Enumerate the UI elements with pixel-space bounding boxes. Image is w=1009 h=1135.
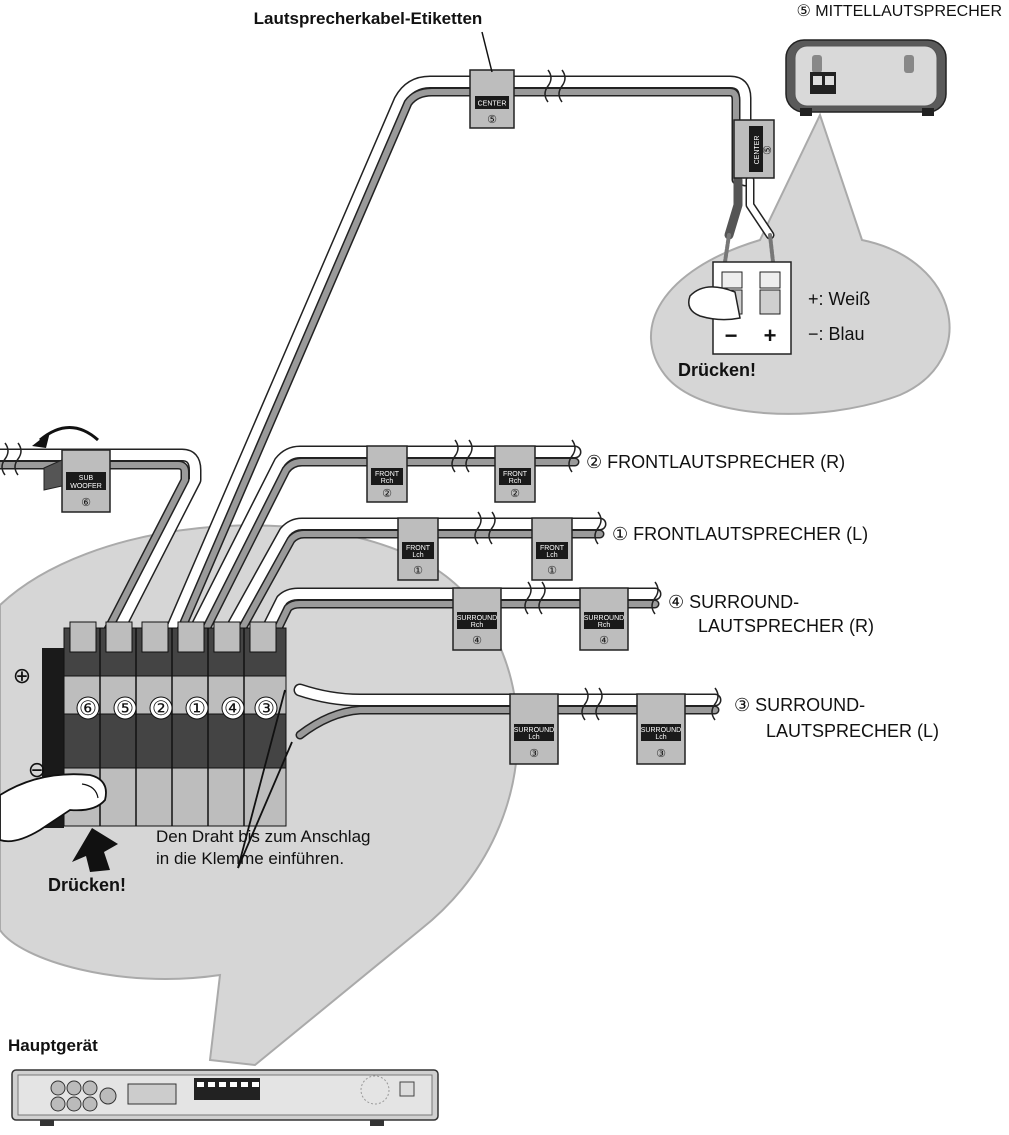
svg-text:CENTER: CENTER: [754, 136, 761, 165]
surround-r-label-2: LAUTSPRECHER (R): [698, 616, 874, 636]
fold-arrow-head-icon: [32, 432, 50, 448]
plus-white-label: +: Weiß: [808, 289, 870, 309]
svg-text:SURROUND: SURROUND: [641, 727, 681, 734]
terminal-number: ①: [188, 698, 206, 720]
terminal-number: ④: [224, 698, 242, 720]
minus-blue-label: −: Blau: [808, 324, 865, 344]
svg-text:⑤: ⑤: [762, 145, 774, 155]
pressing-finger: [0, 773, 107, 843]
svg-text:①: ①: [547, 565, 557, 577]
press-label-bottom: Drücken!: [48, 875, 126, 895]
surround-l-label-2: LAUTSPRECHER (L): [766, 721, 939, 741]
cable-tag-front-l-1: FRONT Lch ①: [397, 517, 439, 581]
center-speaker-label: ⑤ MITTELLAUTSPRECHER: [797, 3, 1002, 20]
cable-tag-surround-l-1: SURROUND Lch ③: [509, 693, 559, 765]
terminal-number: ⑥: [79, 698, 97, 720]
insert-wire-pointers: [237, 689, 293, 869]
svg-text:WOOFER: WOOFER: [70, 483, 102, 490]
svg-text:SURROUND: SURROUND: [514, 727, 554, 734]
terminal-plus-label: +: [764, 323, 777, 348]
polarity-minus-label: ⊖: [28, 757, 46, 782]
svg-text:④: ④: [472, 635, 482, 647]
svg-text:Lch: Lch: [546, 552, 557, 559]
front-l-cable: [218, 517, 607, 650]
svg-text:Lch: Lch: [412, 552, 423, 559]
svg-text:Lch: Lch: [528, 734, 539, 741]
svg-text:FRONT: FRONT: [540, 545, 565, 552]
surround-l-cable: [293, 683, 722, 740]
subwoofer-cable: [0, 448, 202, 657]
svg-text:⑥: ⑥: [81, 497, 91, 509]
insert-wire-label-1: Den Draht bis zum Anschlag: [156, 827, 371, 846]
cable-tag-surround-r-1: SURROUND Rch ④: [452, 587, 502, 651]
surround-r-label-1: ④ SURROUND-: [668, 592, 799, 612]
center-terminal-closeup: − +: [688, 261, 792, 355]
cable-tag-surround-l-2: SURROUND Lch ③: [636, 693, 686, 765]
cable-labels-title: Lautsprecherkabel-Etiketten: [254, 9, 483, 28]
cable-tag-subwoofer: SUB WOOFER ⑥: [43, 449, 111, 513]
terminal-number-labels: ⑥ ⑤ ② ① ④ ③: [76, 696, 278, 720]
svg-text:SURROUND: SURROUND: [584, 615, 624, 622]
insert-wire-label-2: in die Klemme einführen.: [156, 849, 344, 868]
svg-text:③: ③: [656, 748, 666, 760]
terminal-minus-label: −: [725, 323, 738, 348]
center-cable: [143, 75, 775, 688]
svg-text:FRONT: FRONT: [406, 545, 431, 552]
svg-text:CENTER: CENTER: [478, 101, 507, 108]
svg-text:②: ②: [382, 488, 392, 500]
front-r-cable: [183, 445, 582, 650]
main-unit: [11, 1069, 439, 1126]
svg-text:①: ①: [413, 565, 423, 577]
press-label-top: Drücken!: [678, 360, 756, 380]
svg-text:Rch: Rch: [509, 478, 522, 485]
cable-bundle: [0, 75, 775, 740]
center-speaker: [785, 39, 947, 116]
cable-tag-front-l-2: FRONT Lch ①: [531, 517, 573, 581]
surround-r-cable: [255, 587, 662, 650]
cable-tag-front-r-1: FRONT Rch ②: [366, 445, 408, 503]
terminal-number: ②: [152, 698, 170, 720]
front-l-label: ① FRONTLAUTSPRECHER (L): [612, 524, 868, 544]
svg-text:Rch: Rch: [381, 478, 394, 485]
cable-tag-front-r-2: FRONT Rch ②: [494, 445, 536, 503]
svg-text:④: ④: [599, 635, 609, 647]
cable-tag-surround-r-2: SURROUND Rch ④: [579, 587, 629, 651]
svg-text:Rch: Rch: [471, 622, 484, 629]
svg-text:Rch: Rch: [598, 622, 611, 629]
svg-text:FRONT: FRONT: [375, 471, 400, 478]
svg-text:Lch: Lch: [655, 734, 666, 741]
polarity-plus-label: ⊕: [13, 663, 31, 688]
svg-text:⑤: ⑤: [487, 114, 497, 126]
svg-text:③: ③: [529, 748, 539, 760]
cable-labels-leader: [481, 31, 493, 73]
svg-text:②: ②: [510, 488, 520, 500]
terminal-number: ⑤: [116, 698, 134, 720]
svg-text:SUB: SUB: [79, 475, 94, 482]
cable-tag-center-2: CENTER ⑤: [733, 119, 775, 179]
main-unit-label: Hauptgerät: [8, 1036, 98, 1055]
surround-l-label-1: ③ SURROUND-: [734, 695, 865, 715]
cable-tag-center-1: CENTER ⑤: [469, 69, 515, 129]
front-r-label: ② FRONTLAUTSPRECHER (R): [586, 452, 845, 472]
press-down-arrow-icon: [72, 828, 118, 872]
svg-text:SURROUND: SURROUND: [457, 615, 497, 622]
svg-text:FRONT: FRONT: [503, 471, 528, 478]
terminal-number: ③: [257, 698, 275, 720]
cable-break-marks: [1, 69, 719, 721]
